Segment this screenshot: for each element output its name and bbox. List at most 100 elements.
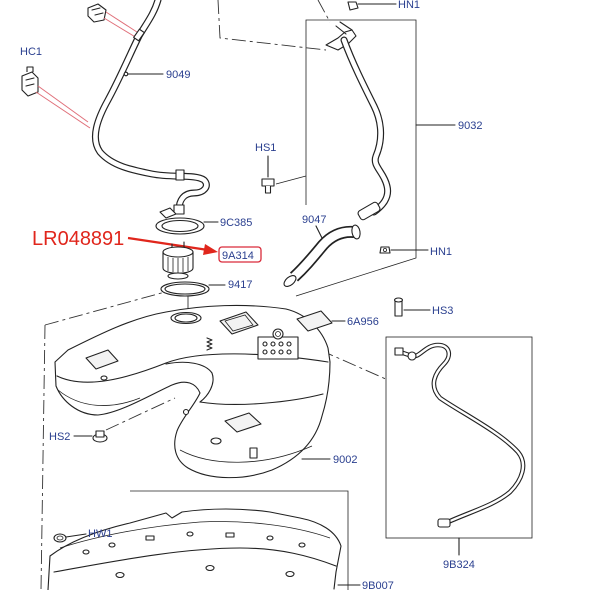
- sender-hole: [270, 341, 276, 347]
- label-9a314: 9A314: [222, 250, 254, 262]
- tank-bottom-seam: [179, 445, 313, 463]
- label-hc1: HC1: [20, 46, 42, 58]
- sender-hole: [262, 349, 268, 355]
- ring-top-clip: [159, 207, 177, 219]
- valve-hs3: [393, 297, 431, 317]
- pump-foot: [167, 272, 189, 280]
- leader-9047: [315, 225, 323, 239]
- nut-hole: [382, 247, 387, 252]
- label-hw1: HW1: [88, 528, 112, 540]
- bolt-to-group-line: [275, 175, 307, 185]
- shield-ridge: [53, 547, 337, 573]
- bolt-hs1: [261, 155, 307, 194]
- red-leader-line: [105, 11, 141, 35]
- filler-pipe-group-outline: [295, 19, 417, 297]
- bolt-head: [95, 430, 105, 438]
- red-leader-line: [37, 85, 89, 123]
- label-6a956: 6A956: [347, 316, 379, 328]
- shield-hole: [186, 531, 194, 537]
- fuel-line-group-box: [385, 336, 533, 539]
- hose-clamp: [133, 28, 145, 42]
- connector-body: [87, 3, 107, 23]
- tank-spring: [206, 337, 213, 351]
- vapor-hose-end-connector: [87, 3, 141, 39]
- guide-line-left: [40, 324, 46, 590]
- bolt-hs2: [73, 430, 108, 443]
- shield-slot: [145, 535, 155, 541]
- assembly-guide-lines: [40, 0, 389, 590]
- hn1-top-nut: [347, 1, 397, 11]
- fuel-line-connector: [407, 351, 417, 361]
- sender-hole: [262, 341, 268, 347]
- label-9049: 9049: [166, 69, 190, 81]
- fuel-line-9b324: [385, 336, 533, 556]
- fuel-line-start-fitting: [394, 347, 404, 356]
- washer-hw1: [53, 533, 87, 543]
- annotation-arrow: [127, 236, 218, 255]
- fuel-line-end-connector: [437, 518, 451, 528]
- sender-hole: [278, 349, 284, 355]
- shield-hole: [82, 549, 90, 555]
- hose-clip-hc1: [21, 66, 91, 129]
- hose-fill: [291, 227, 355, 281]
- arrow-head: [203, 244, 218, 255]
- sender-hole: [286, 349, 292, 355]
- pump-top-cap: [162, 246, 194, 258]
- guide-line-pump: [44, 291, 166, 326]
- label-9c385: 9C385: [220, 217, 252, 229]
- connector-detail: [91, 7, 104, 16]
- vapor-hose-9049: [92, 0, 210, 215]
- tank-lower-boss: [182, 408, 190, 416]
- hn1-right-nut: [379, 246, 429, 254]
- filler-pipe-9032: [325, 21, 456, 221]
- fuel-pump-module-9a314: [162, 241, 194, 280]
- shield-hole: [115, 571, 125, 579]
- tank-lower-fitting: [249, 447, 258, 459]
- bracket-tab: [335, 21, 353, 35]
- filler-hose-9047: [283, 224, 361, 287]
- tank-pad-left: [85, 349, 119, 370]
- shield-hole: [298, 542, 306, 548]
- guide-line-fuel-line: [319, 349, 389, 381]
- tank-boss-left: [100, 375, 108, 381]
- tank-pad-center: [219, 311, 259, 335]
- fuel-line-fill: [398, 343, 525, 524]
- clip-detail: [25, 77, 35, 87]
- sender-hole: [278, 341, 284, 347]
- tank-saddle-tunnel: [165, 361, 214, 403]
- label-hs3: HS3: [432, 305, 453, 317]
- label-hn1-top: HN1: [398, 0, 420, 11]
- leader-hw1: [65, 533, 87, 538]
- red-leader-line: [103, 17, 138, 39]
- label-hs2: HS2: [49, 431, 70, 443]
- hose-connector: [175, 169, 185, 181]
- clip-tab: [26, 66, 34, 72]
- shield-slot: [225, 532, 235, 538]
- tank-lower-lobe-ridge: [199, 393, 324, 405]
- nut-body: [347, 1, 359, 11]
- sender-hole: [286, 341, 292, 347]
- lock-ring-9c385: [155, 207, 219, 235]
- shield-hole: [266, 535, 274, 541]
- ring-inner: [161, 219, 199, 233]
- washer-outer: [53, 533, 67, 543]
- shield-outline: [47, 508, 342, 590]
- guide-line-top: [217, 0, 327, 51]
- bolt-head: [261, 178, 275, 187]
- hose-clamp-upper: [351, 224, 361, 240]
- filler-pipe-fill: [341, 37, 390, 215]
- shield-upper-band: [59, 521, 331, 549]
- tank-sender-cluster: [257, 328, 299, 360]
- guide-line-top-short: [317, 0, 331, 23]
- sender-plate: [257, 336, 299, 360]
- sender-hole: [270, 349, 276, 355]
- fuel-tank-9002: [54, 304, 331, 479]
- sender-port-inner: [275, 331, 281, 337]
- hose-end-fitting: [173, 204, 185, 215]
- label-hn1-right: HN1: [430, 246, 452, 258]
- pump-strainer-ribs: [167, 257, 189, 273]
- shield-hole: [285, 570, 295, 578]
- label-9047: 9047: [302, 214, 326, 226]
- hose-fill: [93, 0, 209, 213]
